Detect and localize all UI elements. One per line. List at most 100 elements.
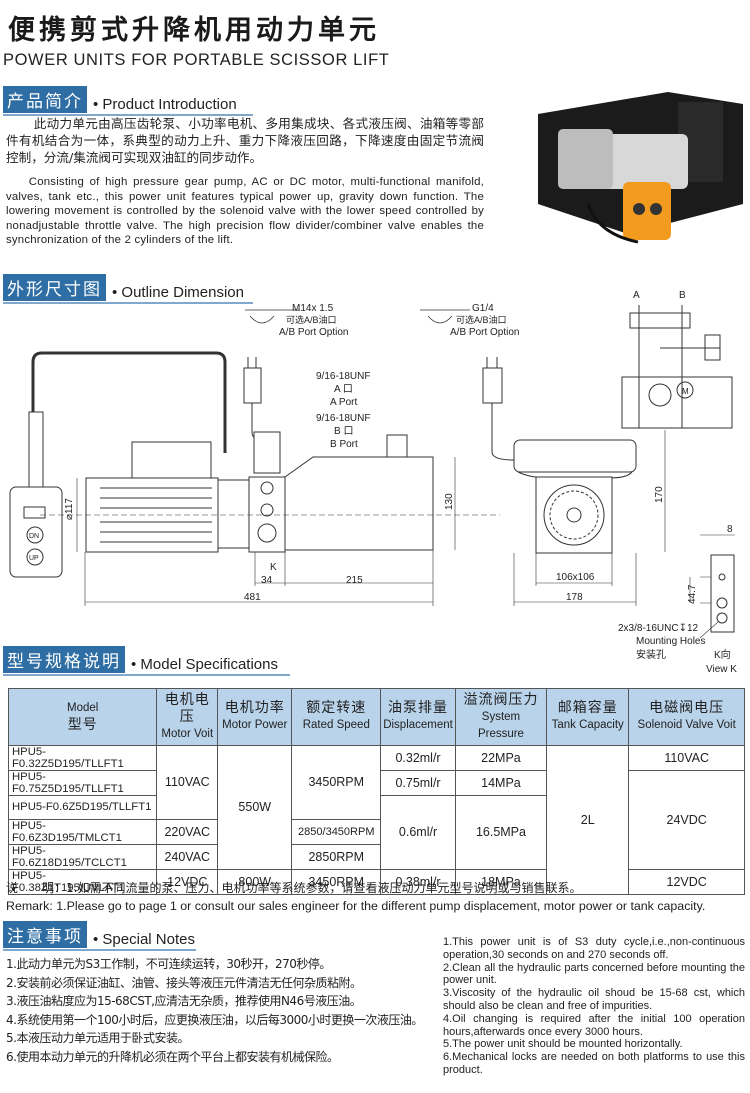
note-cn: 1.此动力单元为S3工作制，不可连续运转，30秒开，270秒停。 (6, 957, 331, 971)
label-a-port-cn: A 口 (334, 384, 353, 395)
label-mounting-holes: Mounting Holes (636, 636, 706, 647)
schematic-motor-m: M (682, 387, 689, 396)
label-view-k-cn: K向 (714, 650, 731, 661)
table-row: HPU5-F0.6Z5D195/TLLFT1 0.6ml/r 16.5MPa (7, 795, 745, 870)
cell-model: HPU5-F0.75Z5D195/TLLFT1 (7, 770, 158, 796)
cell-speed: 3450RPM (291, 745, 382, 820)
label-b-port: B Port (330, 439, 358, 450)
label-a-port: A Port (330, 397, 358, 408)
dim-178: 178 (566, 592, 583, 603)
note-en: 4.Oil changing is required after the ini… (443, 1012, 745, 1038)
dim-170: 170 (654, 486, 665, 503)
dim-106x106: 106x106 (556, 572, 595, 583)
cell-motor-volt: 110VAC (156, 745, 219, 820)
schematic-port-b: B (679, 290, 686, 301)
dim-diameter-117: ⌀117 (64, 498, 75, 520)
pendant-up-button: UP (29, 555, 39, 562)
cell-pressure: 18MPa (454, 868, 548, 895)
section-title-cn: 注意事项 (3, 921, 87, 948)
label-unf-b: 9/16-18UNF (316, 413, 371, 424)
cell-displacement: 0.6ml/r (380, 795, 456, 870)
label-g14: G1/4 (472, 303, 494, 314)
cell-model: HPU5-F0.38Z1T195/UVLAT1 (7, 868, 158, 895)
section-title-cn: 外形尺寸图 (3, 274, 106, 301)
cell-motor-power: 550W (217, 745, 293, 870)
dim-44-7: 44.7 (687, 584, 698, 604)
cell-model: HPU5-F0.32Z5D195/TLLFT1 (7, 745, 158, 771)
note-cn: 6.使用本动力单元的升降机必须在两个平台上都安装有机械保险。 (6, 1049, 339, 1064)
cell-motor-volt: 12VDC (156, 868, 219, 895)
dim-8: 8 (727, 524, 733, 535)
dim-34: 34 (261, 575, 273, 586)
cell-solenoid: 12VDC (628, 868, 745, 895)
remark-cn: 说 明：1.如需不同流量的泵、压力、电机功率等系统参数，请查看液压动力单元型号说… (6, 881, 582, 895)
dim-215: 215 (346, 575, 363, 586)
product-photo (538, 92, 743, 244)
section-header-specs: 型号规格说明 • Model Specifications (3, 646, 290, 676)
cell-solenoid: 24VDC (628, 770, 745, 870)
table-row: HPU5-F0.6Z18D195/TCLCT1 240VAC 2850RPM (7, 843, 745, 870)
cell-motor-volt: 240VAC (156, 843, 219, 870)
cell-tank: 2L (546, 745, 630, 895)
note-cn: 4.系统使用第一个100小时后，应更换液压油，以后每3000小时更换一次液压油。 (6, 1012, 423, 1027)
section-title-cn: 型号规格说明 (3, 646, 125, 673)
label-port-option-en-2: A/B Port Option (450, 327, 520, 338)
cell-model: HPU5-F0.6Z5D195/TLLFT1 (7, 795, 158, 820)
note-cn: 2.安装前必须保证油缸、油管、接头等液压元件清洁无任何杂质粘附。 (6, 975, 362, 990)
remark-en: Remark: 1.Please go to page 1 or consult… (6, 899, 706, 913)
note-cn: 5.本液压动力单元适用于卧式安装。 (6, 1031, 189, 1046)
label-unf-a: 9/16-18UNF (316, 371, 371, 382)
dim-130: 130 (444, 493, 455, 510)
label-view-k: View K (706, 664, 737, 675)
label-k: K (270, 562, 277, 573)
outline-drawing (9, 305, 735, 639)
cell-solenoid: 110VAC (628, 745, 745, 771)
section-title-en: • Outline Dimension (112, 284, 244, 301)
label-port-option-cn-2: 可选A/B油口 (456, 315, 507, 325)
section-title-en: • Special Notes (93, 931, 195, 948)
pendant-dn-button: DN (29, 533, 40, 540)
notes-en-list: 1.This power unit is of S3 duty cycle,i.… (443, 936, 745, 1077)
label-b-port-cn: B 口 (334, 426, 354, 437)
cell-motor-power: 800W (217, 868, 293, 895)
note-en: 1.This power unit is of S3 duty cycle,i.… (443, 936, 745, 961)
label-mounting-thread: 2x3/8-16UNC↧12 (618, 623, 699, 634)
note-en: 2.Clean all the hydraulic parts concerne… (443, 961, 745, 987)
label-port-option-en-1: A/B Port Option (279, 327, 349, 338)
section-header-intro: 产品简介 • Product Introduction (3, 86, 253, 116)
cell-speed: 2850RPM (291, 843, 382, 870)
notes-cn-list: 1.此动力单元为S3工作制，不可连续运转，30秒开，270秒停。 2.安装前必须… (6, 955, 438, 1067)
cell-displacement: 0.32ml/r (380, 745, 456, 771)
table-row: HPU5-F0.38Z1T195/UVLAT1 12VDC 800W 3450R… (7, 868, 745, 895)
cell-displacement: 0.75ml/r (380, 770, 456, 796)
label-m14: M14x 1.5 (292, 303, 334, 314)
label-port-option-cn-1: 可选A/B油口 (286, 315, 337, 325)
table-row: HPU5-F0.6Z3D195/TMLCT1 220VAC 2850/3450R… (7, 818, 745, 845)
page-subtitle: POWER UNITS FOR PORTABLE SCISSOR LIFT (3, 51, 390, 69)
page-title: 便携剪式升降机用动力单元 (8, 15, 380, 46)
cell-pressure: 22MPa (454, 745, 548, 771)
dim-481: 481 (244, 592, 261, 603)
cell-pressure: 16.5MPa (454, 795, 548, 870)
note-en: 5.The power unit should be mounted horiz… (443, 1038, 683, 1051)
note-en: 3.Viscosity of the hydraulic oil shoud b… (443, 987, 745, 1012)
table-row: HPU5-F0.32Z5D195/TLLFT1 110VAC 550W 3450… (7, 745, 745, 895)
cell-speed: 3450RPM (291, 868, 382, 895)
cell-model: HPU5-F0.6Z3D195/TMLCT1 (7, 818, 158, 845)
section-header-outline: 外形尺寸图 • Outline Dimension (3, 274, 253, 304)
cell-displacement: 0.38ml/r (380, 868, 456, 895)
note-cn: 3.液压油粘度应为15-68CST,应清洁无杂质，推荐使用N46号液压油。 (6, 994, 362, 1009)
cell-pressure: 14MPa (454, 770, 548, 796)
intro-text-en: Consisting of high pressure gear pump, A… (6, 176, 484, 246)
table-row: HPU5-F0.75Z5D195/TLLFT1 0.75ml/r 14MPa 2… (7, 770, 745, 870)
note-en: 6.Mechanical locks are needed on both pl… (443, 1051, 745, 1076)
